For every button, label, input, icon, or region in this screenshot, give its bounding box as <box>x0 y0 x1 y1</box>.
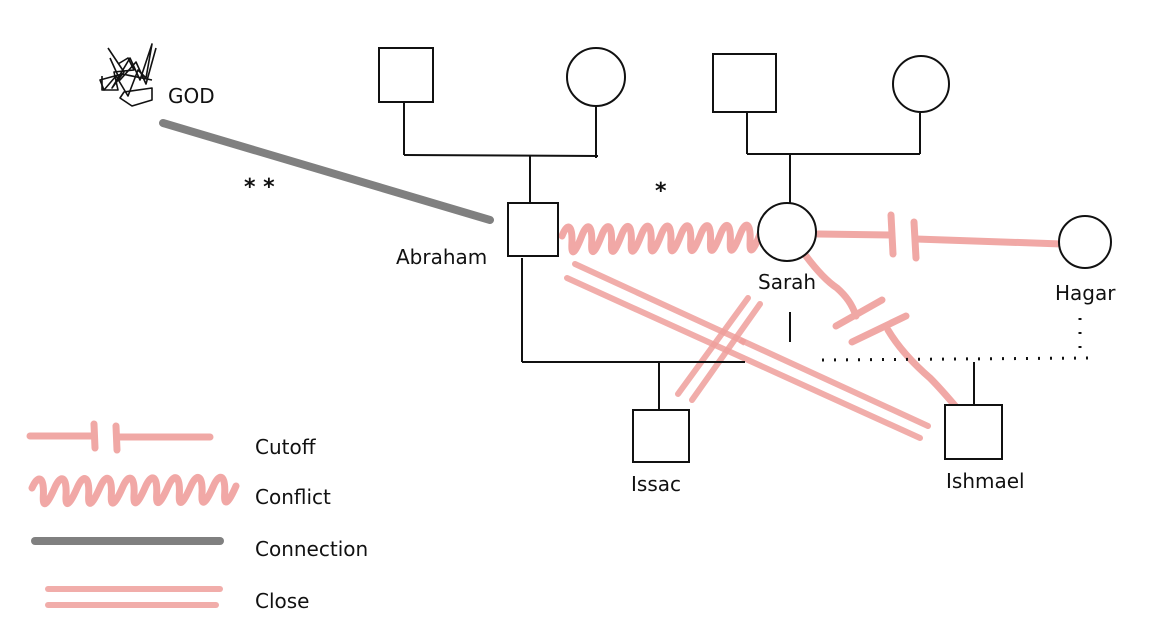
ishmael-square <box>944 404 1003 460</box>
abraham-mother-circle <box>566 47 626 107</box>
connection-line-god-abraham <box>159 119 494 224</box>
issac-square <box>632 409 690 463</box>
legend: Cutoff Conflict Connection Close <box>26 420 368 613</box>
legend-connection-label: Connection <box>255 537 368 561</box>
abraham-sarah-annotation: * <box>655 179 667 204</box>
hagar-circle <box>1058 215 1112 269</box>
legend-conflict-label: Conflict <box>255 485 331 509</box>
cutoff-line-sarah-hagar <box>814 211 1066 262</box>
legend-cutoff-label: Cutoff <box>255 435 317 459</box>
god-abraham-annotation: * * <box>244 175 275 200</box>
crown-scribble-icon <box>99 43 157 107</box>
sarah-circle <box>757 202 817 262</box>
legend-close-label: Close <box>255 589 309 613</box>
legend-cutoff-symbol <box>26 420 214 454</box>
cutoff-line-sarah-ishmael <box>802 252 966 418</box>
ishmael-label: Ishmael <box>946 469 1025 493</box>
conflict-line-abraham-sarah <box>558 221 764 256</box>
god-label: GOD <box>168 84 215 108</box>
close-line-sarah-issac <box>675 295 763 403</box>
issac-label: Issac <box>631 472 681 496</box>
close-line-abraham-ishmael-overlay <box>738 337 747 346</box>
abraham-square <box>507 202 559 257</box>
legend-close-symbol <box>45 586 223 608</box>
sarah-mother-circle <box>892 55 950 113</box>
abraham-father-square <box>378 47 434 103</box>
sarah-label: Sarah <box>758 270 816 294</box>
hagar-label: Hagar <box>1055 281 1116 305</box>
sarah-father-square <box>712 53 777 113</box>
family-lines <box>403 103 1091 409</box>
legend-conflict-symbol <box>28 473 240 508</box>
abraham-label: Abraham <box>396 245 487 269</box>
close-line-abraham-ishmael <box>564 261 931 441</box>
